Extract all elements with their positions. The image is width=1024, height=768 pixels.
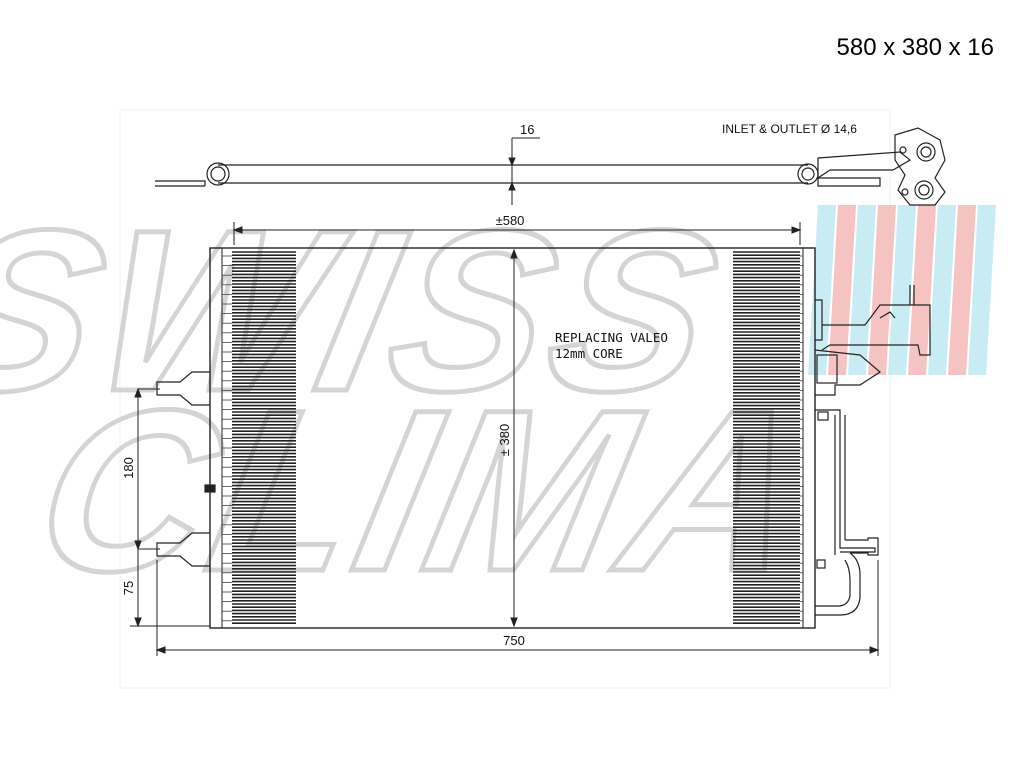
depth-label: 16 <box>520 122 534 137</box>
pipe-spacing-dimension <box>134 387 160 551</box>
logo-stripe <box>848 205 876 375</box>
logo-stripe <box>828 205 856 375</box>
size-label: 580 x 380 x 16 <box>837 34 994 61</box>
core-height-label: ± 380 <box>497 424 512 456</box>
logo-stripe <box>968 205 996 375</box>
left-fin-block <box>232 251 296 625</box>
tube-lines <box>222 255 803 622</box>
brand-logo-stripes <box>808 205 996 375</box>
depth-dimension <box>508 137 540 205</box>
condenser-frame <box>209 247 816 629</box>
replacing-note-line1: REPLACING VALEO <box>555 330 668 345</box>
logo-stripe <box>868 205 896 375</box>
brand-watermark: SWISS CLIMA <box>0 180 834 622</box>
core-width-label: ±580 <box>496 213 525 228</box>
logo-stripe <box>908 205 936 375</box>
overall-width-label: 750 <box>503 633 525 648</box>
outlet-port <box>914 180 934 200</box>
core-height-dimension <box>510 248 518 628</box>
drawing-frame <box>119 109 891 689</box>
watermark-line1: SWISS <box>0 182 742 439</box>
overall-width-dimension <box>155 560 880 656</box>
condenser-front-view <box>209 247 816 629</box>
logo-stripe <box>888 205 916 375</box>
inlet-port <box>916 142 936 162</box>
logo-stripe <box>948 205 976 375</box>
bottom-offset-label: 75 <box>121 581 136 595</box>
watermark-line2: CLIMA <box>18 362 831 619</box>
right-fin-block <box>733 251 800 625</box>
core-width-dimension <box>232 222 802 245</box>
right-bracket <box>814 285 931 396</box>
logo-stripe <box>928 205 956 375</box>
bottom-offset-dimension <box>130 549 210 628</box>
inlet-outlet-label: INLET & OUTLET Ø 14,6 <box>722 122 857 136</box>
replacing-note-line2: 12mm CORE <box>555 346 623 361</box>
right-outlet-pipe <box>815 409 879 616</box>
top-view <box>155 127 946 206</box>
pipe-spacing-label: 180 <box>121 457 136 479</box>
